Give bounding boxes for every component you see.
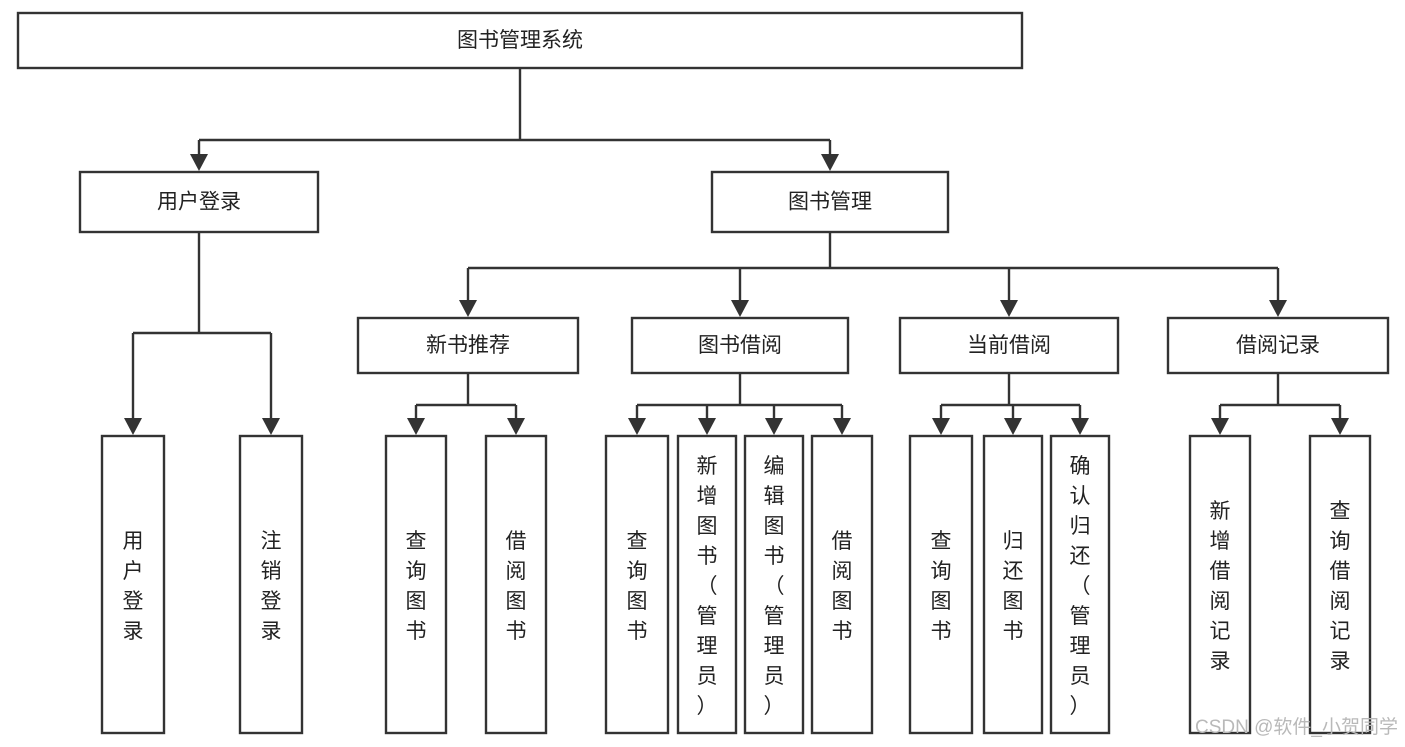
node-box <box>384 434 448 735</box>
node-label: 查询图书 <box>406 530 427 643</box>
leaf-leaf-current-return[interactable]: 归还图书 <box>982 434 1044 735</box>
node-label: 用户登录 <box>123 530 144 643</box>
node-box <box>604 434 670 735</box>
leaf-leaf-user-login[interactable]: 用户登录 <box>100 434 166 735</box>
leaf-leaf-record-query[interactable]: 查询借阅记录 <box>1308 434 1372 735</box>
node-group: 图书管理系统用户登录图书管理新书推荐图书借阅当前借阅借阅记录用户登录注销登录查询… <box>16 11 1390 735</box>
edge-arrowhead <box>628 418 646 435</box>
node-label: 注销登录 <box>261 530 282 643</box>
leaf-leaf-borrow-add[interactable]: 新增图书（管理员） <box>676 434 738 735</box>
node-box <box>78 170 320 234</box>
edge-arrowhead <box>190 154 208 171</box>
node-box <box>676 434 738 735</box>
edge-arrowhead <box>1071 418 1089 435</box>
node-label: 当前借阅 <box>967 334 1051 357</box>
node-label: 借阅记录 <box>1236 334 1320 357</box>
node-label: 归还图书 <box>1003 530 1024 643</box>
node-label: 查询图书 <box>931 530 952 643</box>
node-user-login[interactable]: 用户登录 <box>78 170 320 234</box>
node-box <box>1166 316 1390 375</box>
connector-edges <box>124 68 1349 435</box>
node-label: 借阅图书 <box>832 530 853 643</box>
leaf-leaf-current-query[interactable]: 查询图书 <box>908 434 974 735</box>
node-label: 查询借阅记录 <box>1330 500 1351 673</box>
node-label: 新增借阅记录 <box>1210 500 1231 673</box>
node-box <box>810 434 874 735</box>
edge-arrowhead <box>765 418 783 435</box>
edge-arrowhead <box>124 418 142 435</box>
leaf-leaf-borrow-borrow[interactable]: 借阅图书 <box>810 434 874 735</box>
leaf-leaf-current-confirm[interactable]: 确认归还（管理员） <box>1049 434 1111 735</box>
node-box <box>898 316 1120 375</box>
node-label: 图书管理 <box>788 191 872 214</box>
edge-arrowhead <box>407 418 425 435</box>
node-book-borrow[interactable]: 图书借阅 <box>630 316 850 375</box>
edge-arrowhead <box>1004 418 1022 435</box>
node-box <box>908 434 974 735</box>
edge-arrowhead <box>1000 300 1018 317</box>
leaf-leaf-borrow-query[interactable]: 查询图书 <box>604 434 670 735</box>
edge-arrowhead <box>833 418 851 435</box>
node-borrow-record[interactable]: 借阅记录 <box>1166 316 1390 375</box>
leaf-leaf-recommend-borrow[interactable]: 借阅图书 <box>484 434 548 735</box>
edge-arrowhead <box>459 300 477 317</box>
node-label: 借阅图书 <box>506 530 527 643</box>
node-box <box>16 11 1024 70</box>
node-label: 新书推荐 <box>426 334 510 357</box>
node-box <box>238 434 304 735</box>
node-label: 用户登录 <box>157 191 241 214</box>
node-label: 图书管理系统 <box>457 29 583 52</box>
edge-arrowhead <box>932 418 950 435</box>
node-box <box>484 434 548 735</box>
edge-arrowhead <box>698 418 716 435</box>
csdn-watermark: CSDN @软件_小贺同学 <box>1195 716 1398 738</box>
leaf-leaf-user-logout[interactable]: 注销登录 <box>238 434 304 735</box>
edge-arrowhead <box>1331 418 1349 435</box>
edge-arrowhead <box>731 300 749 317</box>
edge-arrowhead <box>1211 418 1229 435</box>
edge-arrowhead <box>1269 300 1287 317</box>
node-book-manage[interactable]: 图书管理 <box>710 170 950 234</box>
leaf-leaf-borrow-edit[interactable]: 编辑图书（管理员） <box>743 434 805 735</box>
node-box <box>743 434 805 735</box>
node-box <box>1049 434 1111 735</box>
edge-arrowhead <box>262 418 280 435</box>
node-new-book-recommend[interactable]: 新书推荐 <box>356 316 580 375</box>
edge-arrowhead <box>507 418 525 435</box>
node-current-borrow[interactable]: 当前借阅 <box>898 316 1120 375</box>
node-label: 查询图书 <box>627 530 648 643</box>
edge-arrowhead <box>821 154 839 171</box>
node-box <box>630 316 850 375</box>
leaf-leaf-recommend-query[interactable]: 查询图书 <box>384 434 448 735</box>
node-label: 确认归还（管理员） <box>1070 455 1091 718</box>
node-root[interactable]: 图书管理系统 <box>16 11 1024 70</box>
node-box <box>100 434 166 735</box>
node-label: 编辑图书（管理员） <box>764 455 785 718</box>
node-label: 新增图书（管理员） <box>697 455 718 718</box>
node-box <box>1188 434 1252 735</box>
node-box <box>356 316 580 375</box>
node-box <box>982 434 1044 735</box>
leaf-leaf-record-add[interactable]: 新增借阅记录 <box>1188 434 1252 735</box>
node-box <box>710 170 950 234</box>
node-label: 图书借阅 <box>698 334 782 357</box>
node-box <box>1308 434 1372 735</box>
